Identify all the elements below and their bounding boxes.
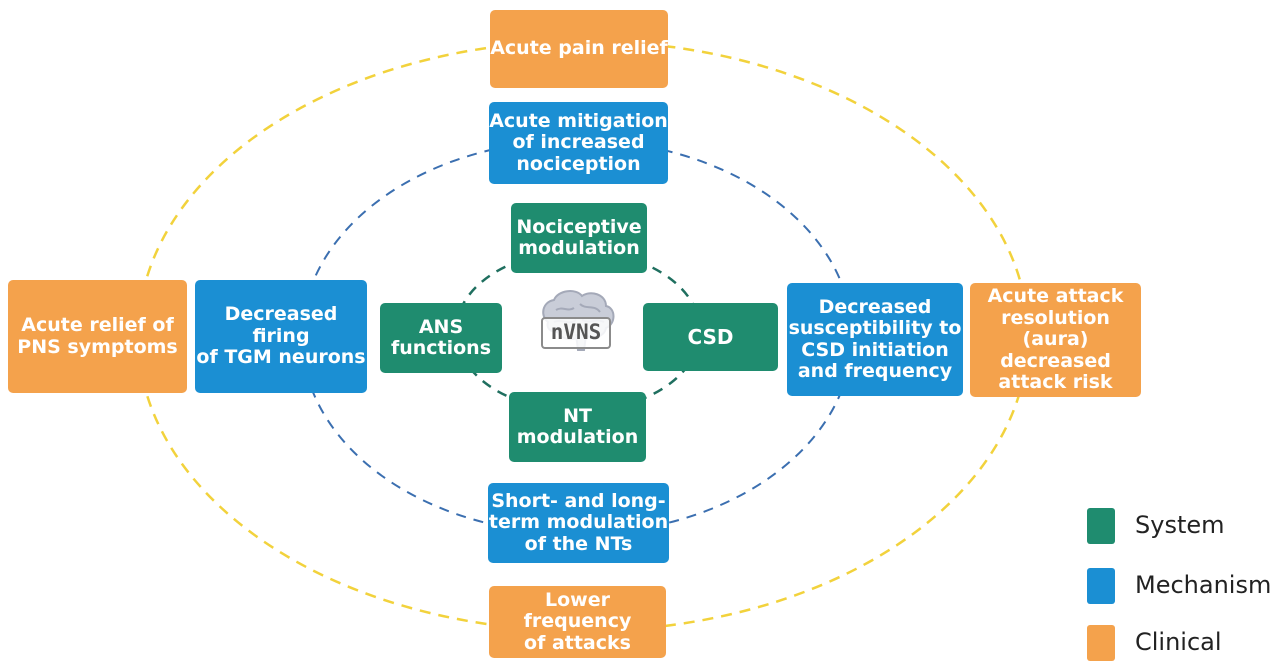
mechanism-node-bottom: Short- and long- term modulation of the … bbox=[488, 483, 669, 563]
legend-label-clinical: Clinical bbox=[1135, 628, 1222, 656]
clinical-node-bottom: Lower frequency of attacks bbox=[489, 586, 666, 658]
clinical-node-right: Acute attack resolution (aura) decreased… bbox=[970, 283, 1141, 397]
clinical-node-left: Acute relief of PNS symptoms bbox=[8, 280, 187, 393]
legend-swatch-mechanism bbox=[1087, 568, 1115, 604]
system-node-left: ANS functions bbox=[380, 303, 502, 373]
system-node-right: CSD bbox=[643, 303, 778, 371]
nvns-label: nVNS bbox=[540, 317, 612, 349]
mechanism-node-right: Decreased susceptibility to CSD initiati… bbox=[787, 283, 963, 396]
center-node: nVNS bbox=[528, 312, 624, 354]
mechanism-node-top: Acute mitigation of increased nociceptio… bbox=[489, 102, 668, 184]
legend-label-system: System bbox=[1135, 511, 1225, 539]
system-node-bottom: NT modulation bbox=[509, 392, 646, 462]
legend-swatch-clinical bbox=[1087, 625, 1115, 661]
system-node-top: Nociceptive modulation bbox=[511, 203, 647, 273]
clinical-node-top: Acute pain relief bbox=[490, 10, 668, 88]
legend-label-mechanism: Mechanism bbox=[1135, 571, 1272, 599]
mechanism-node-left: Decreased firing of TGM neurons bbox=[195, 280, 367, 393]
legend-swatch-system bbox=[1087, 508, 1115, 544]
